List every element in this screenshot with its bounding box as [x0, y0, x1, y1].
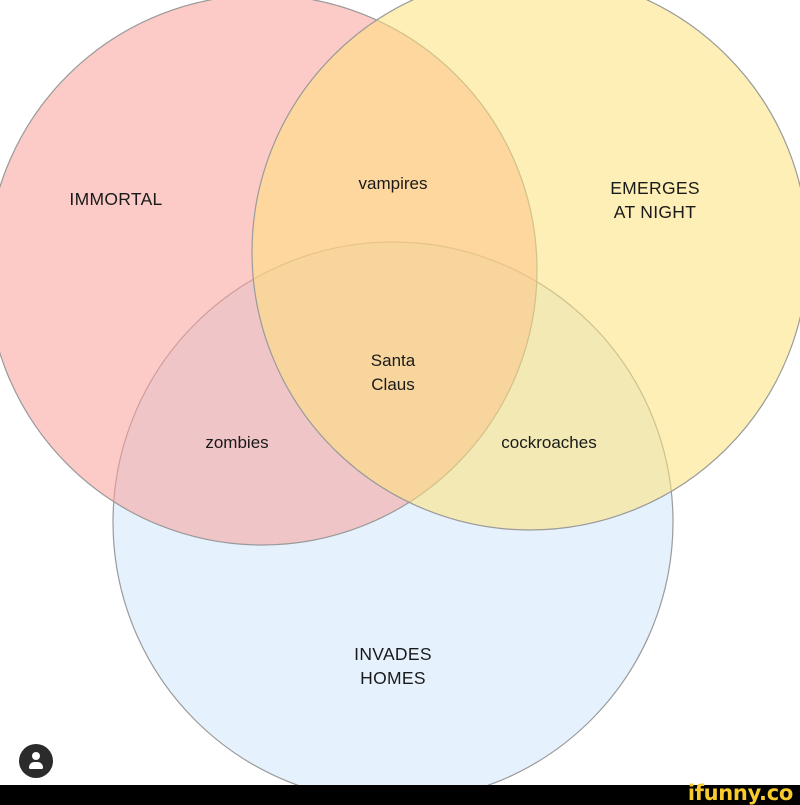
label-immortal-line: IMMORTAL — [69, 189, 162, 209]
user-icon-body — [29, 762, 43, 769]
label-emerges-at-night: EMERGES AT NIGHT — [610, 178, 700, 222]
label-invades-homes: INVADES HOMES — [354, 644, 432, 688]
circle-night — [251, 0, 800, 531]
label-santa-claus-line: Claus — [371, 375, 414, 394]
watermark-bar — [0, 785, 800, 805]
user-icon — [32, 752, 40, 760]
label-immortal: IMMORTAL — [69, 189, 162, 209]
label-invades-homes-line: HOMES — [360, 668, 426, 688]
label-emerges-at-night-line: AT NIGHT — [614, 202, 696, 222]
label-invades-homes-line: INVADES — [354, 644, 432, 664]
ifunny-watermark: ifunny.co — [687, 781, 793, 805]
profile-avatar-button[interactable] — [19, 744, 53, 778]
label-santa-claus-line: Santa — [371, 351, 416, 370]
label-cockroaches: cockroaches — [501, 433, 596, 452]
label-emerges-at-night-line: EMERGES — [610, 178, 700, 198]
label-zombies: zombies — [205, 433, 268, 452]
venn-labels: IMMORTAL EMERGES AT NIGHT INVADES HOMES vampi… — [69, 174, 699, 688]
label-vampires: vampires — [359, 174, 428, 193]
